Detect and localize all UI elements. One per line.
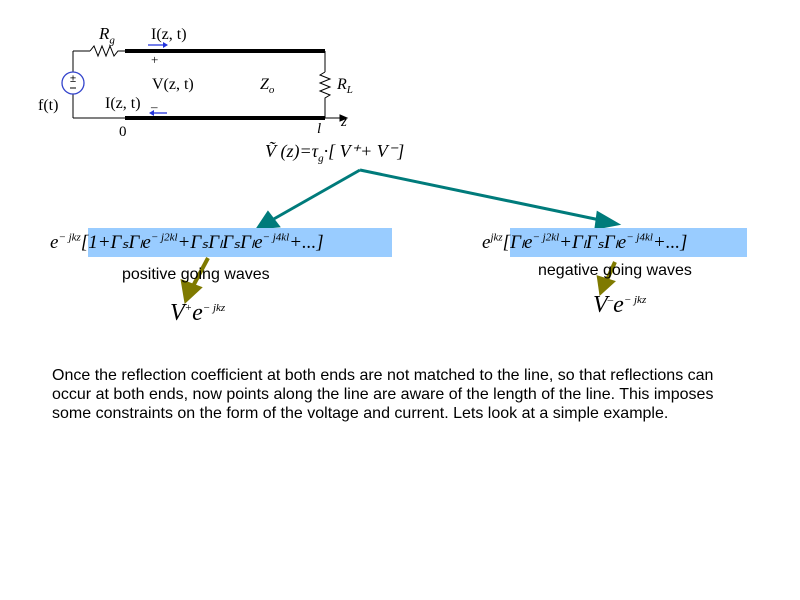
right-series-highlight [510,228,747,257]
rl-label: RL [337,76,353,97]
current-arrow-top-icon [148,42,168,48]
minus-label: – [151,99,158,114]
circuit-wires [72,44,349,122]
arrow-right-icon [594,210,622,230]
olive-arrows [180,257,617,304]
svg-text:±: ± [70,73,76,85]
rl-resistor-icon [318,71,332,118]
current-arrow-bottom-icon [149,110,167,116]
explanation-paragraph: Once the reflection coefficient at both … [52,367,714,422]
left-series-equation: e− jkz[1+ΓₛΓₗe− j2kl+ΓₛΓₗΓₛΓₗe− j4kl+...… [50,231,324,253]
positive-waves-label: positive going waves [122,266,270,283]
arrow-negative-icon [596,275,616,297]
plus-label: + [151,52,159,67]
left-series-highlight [88,228,392,257]
rg-label: Rg [99,24,115,47]
current-bottom-label: I(z, t) [105,95,141,112]
length-label: l [317,121,322,137]
voltage-label: V(z, t) [152,76,194,93]
rg-resistor-icon [89,44,125,58]
z-axis-arrow-icon [339,114,349,122]
right-series-equation: ejkz[Γₗe− j2kl+ΓₗΓₛΓₗe− j4kl+...] [482,231,688,253]
voltage-source-icon: ± [61,71,85,95]
negative-wave-result: V–e− jkz [593,292,647,318]
origin-label: 0 [119,124,127,140]
teal-arrows [254,168,622,230]
zo-label: Zo [260,76,275,97]
source-label: f(t) [38,97,59,114]
negative-waves-label: negative going waves [538,262,692,279]
voltage-equation: Ṽ (z)=τg·[ V⁺+ V⁻] [265,141,405,165]
axis-label: z [341,114,347,130]
arrow-positive-icon [180,278,203,304]
positive-wave-result: V+e− jkz [170,300,226,326]
arrow-left-icon [254,210,281,230]
current-top-label: I(z, t) [151,26,187,43]
